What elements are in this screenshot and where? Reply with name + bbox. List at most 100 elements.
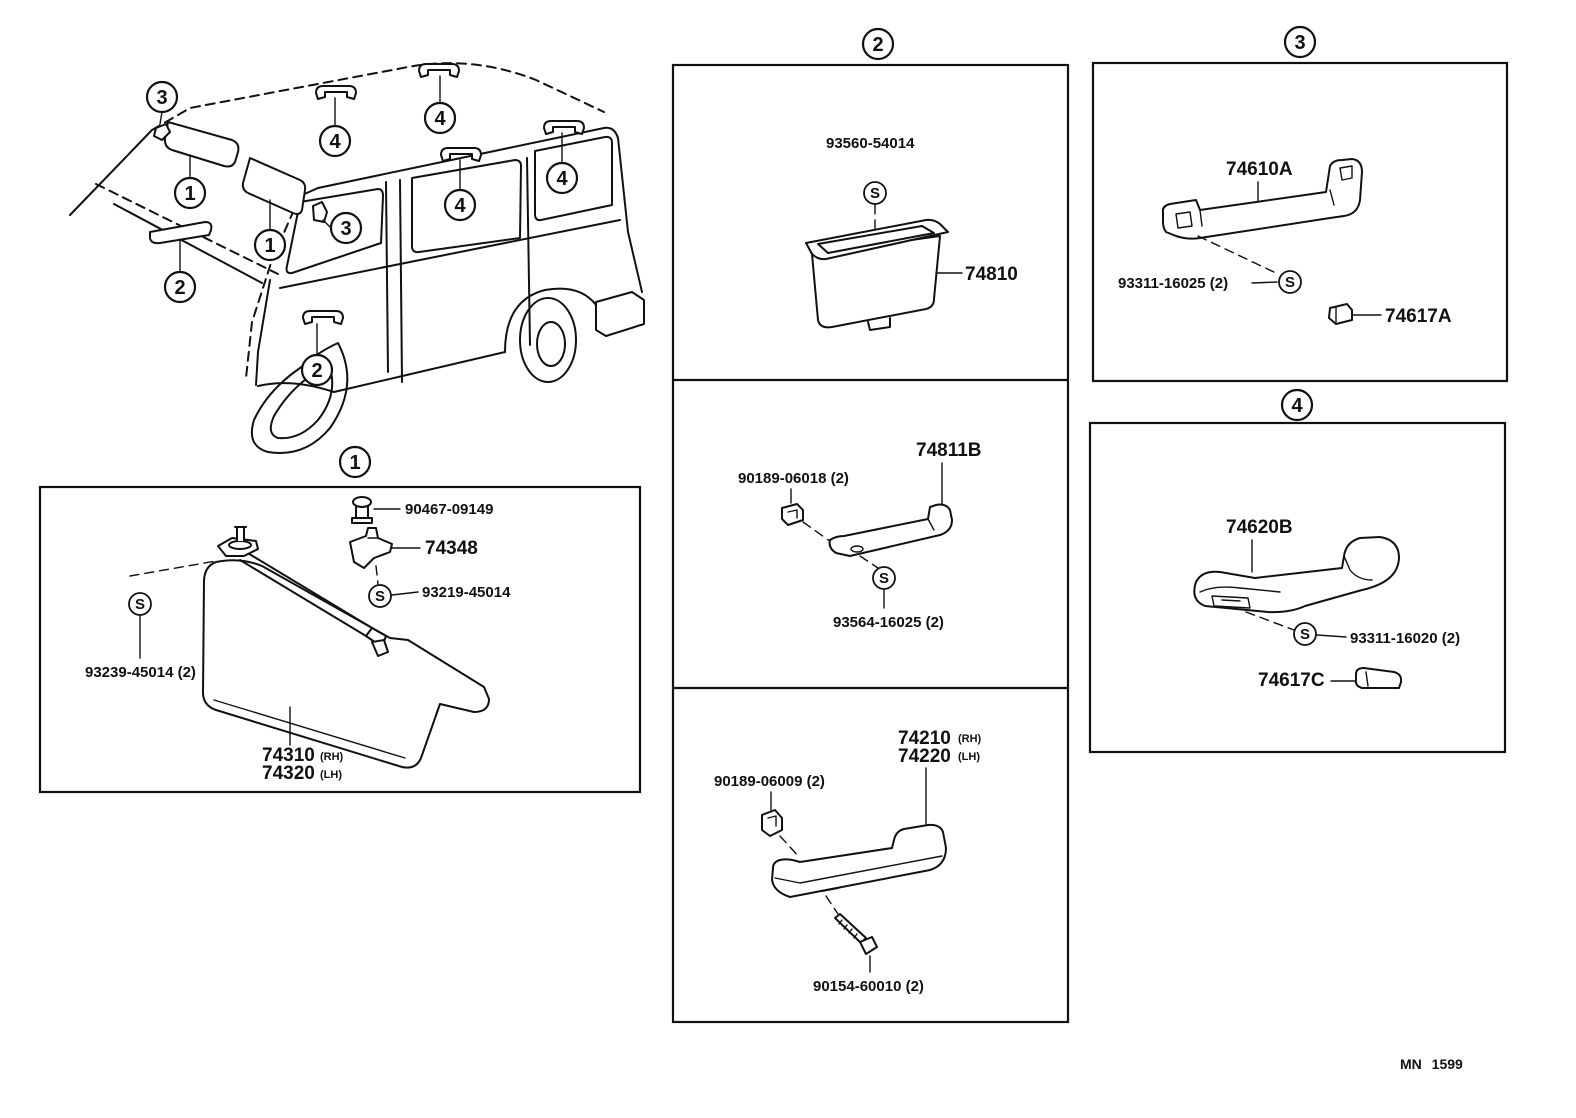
- overview-callout: 4: [545, 161, 579, 195]
- callout-number: 2: [311, 360, 322, 382]
- part-label: 93311-16025 (2): [1118, 275, 1228, 292]
- bolt-dashed-line: [825, 895, 839, 915]
- overview-clip-pillar: [312, 201, 328, 223]
- box-drawing: [805, 218, 949, 331]
- holder-drawing: [349, 527, 393, 569]
- standard-part-letter: S: [375, 588, 385, 605]
- screw-dashed-line: [1245, 611, 1295, 631]
- overview-callout: 4: [443, 188, 477, 222]
- screw-dashed-line: [859, 555, 879, 569]
- callout-number: 1: [264, 235, 275, 257]
- part-label: 93564-16025 (2): [833, 614, 944, 631]
- section-2-header: 2: [861, 27, 895, 61]
- section-2-frame: [671, 63, 1070, 1024]
- part-label: 90189-06009 (2): [714, 773, 825, 790]
- part-label: 74348: [425, 538, 478, 559]
- assist-grip-drawing: [1161, 158, 1363, 240]
- overview-leader-lines: [159, 75, 563, 356]
- standard-part-letter: S: [870, 185, 880, 202]
- part-label: 93239-45014 (2): [85, 664, 196, 681]
- mount-screw-dashed-line: [129, 560, 217, 577]
- overview-callout: 4: [423, 101, 457, 135]
- part-label: 93311-16020 (2): [1350, 630, 1460, 647]
- part-label: 74310: [262, 745, 315, 766]
- section-1-frame: [38, 485, 642, 794]
- bolt-drawing: [834, 913, 878, 955]
- cover-drawing: [1328, 303, 1353, 325]
- overview-door-grip: [302, 310, 344, 325]
- callout-number: 4: [434, 108, 446, 130]
- section-4-header: 4: [1280, 388, 1314, 422]
- callout-number: 3: [340, 218, 351, 240]
- standard-part-letter: S: [1300, 626, 1310, 643]
- standard-part-symbol: S: [368, 584, 392, 608]
- standard-part-letter: S: [1285, 274, 1295, 291]
- overview-callout: 1: [173, 176, 207, 210]
- standard-part-symbol: S: [872, 566, 896, 590]
- nut-drawing: [761, 809, 783, 837]
- section-number: 2: [872, 34, 883, 56]
- overview-callout: 4: [318, 124, 352, 158]
- upper-grip-drawing: [828, 503, 953, 557]
- diagram-code: MN 1599: [1400, 1056, 1463, 1072]
- standard-part-letter: S: [879, 570, 889, 587]
- section-4-frame: [1088, 421, 1507, 754]
- part-label: 90189-06018 (2): [738, 470, 849, 487]
- van-body-outline: [69, 62, 645, 454]
- callout-number: 4: [454, 195, 466, 217]
- part-label: 74617C: [1258, 670, 1325, 691]
- side-tag: (RH): [958, 733, 982, 745]
- part-label: 93560-54014: [826, 135, 915, 152]
- section-3-frame: [1091, 61, 1509, 383]
- callout-number: 4: [556, 168, 568, 190]
- screw-dashed-line: [1197, 235, 1279, 275]
- part-label: 90154-60010 (2): [813, 978, 924, 995]
- part-label: 74810: [965, 264, 1018, 285]
- sun-visor-drawing: [202, 551, 490, 769]
- holder-screw-dashed-line: [375, 565, 379, 585]
- callout-number: 3: [156, 87, 167, 109]
- overview-dash-grip: [149, 221, 213, 245]
- assist-grip-drawing: [1193, 536, 1400, 614]
- overview-callout: 2: [300, 353, 334, 387]
- callout-number: 2: [174, 277, 185, 299]
- standard-part-symbol: S: [863, 181, 887, 205]
- overview-visor-right: [241, 157, 307, 215]
- part-label: 90467-09149: [405, 501, 493, 518]
- part-label: 74210: [898, 728, 951, 749]
- cover-drawing: [1354, 667, 1403, 689]
- overview-clip-front: [153, 123, 171, 141]
- section-number: 3: [1294, 32, 1305, 54]
- section-3-header: 3: [1283, 25, 1317, 59]
- overview-callout: 3: [145, 80, 179, 114]
- part-label: 93219-45014: [422, 584, 511, 601]
- nut-dashed-line: [779, 835, 801, 859]
- nut-dashed-line: [802, 521, 835, 545]
- section-number: 1: [349, 452, 360, 474]
- visor-mount-drawing: [217, 526, 259, 557]
- leader-line: [1251, 281, 1278, 284]
- door-grip-drawing: [771, 823, 947, 898]
- standard-part-symbol: S: [1278, 270, 1302, 294]
- section-1-header: 1: [338, 445, 372, 479]
- side-tag: (LH): [958, 751, 980, 763]
- section-3: 3 74610A 93311-16025 (2) S 74617A: [1091, 25, 1509, 383]
- callout-number: 4: [329, 131, 341, 153]
- part-label: 74320: [262, 763, 315, 784]
- callout-number: 1: [184, 183, 195, 205]
- section-number: 4: [1291, 395, 1303, 417]
- leader-line: [1316, 634, 1347, 638]
- overview-callout: 2: [163, 270, 197, 304]
- part-label: 74220: [898, 746, 951, 767]
- part-label: 74610A: [1226, 159, 1293, 180]
- part-label: 74620B: [1226, 517, 1293, 538]
- standard-part-symbol: S: [1293, 622, 1317, 646]
- side-tag: (LH): [320, 769, 342, 781]
- nut-drawing: [781, 503, 804, 526]
- side-tag: (RH): [320, 751, 344, 763]
- leader-line: [391, 591, 419, 596]
- section-2: 2 93560-54014 S 74810 74811B 90189-06018…: [671, 27, 1070, 1024]
- section-4: 4 74620B S 93311-16020 (2) 74617C: [1088, 388, 1507, 754]
- standard-part-symbol: S: [128, 592, 152, 616]
